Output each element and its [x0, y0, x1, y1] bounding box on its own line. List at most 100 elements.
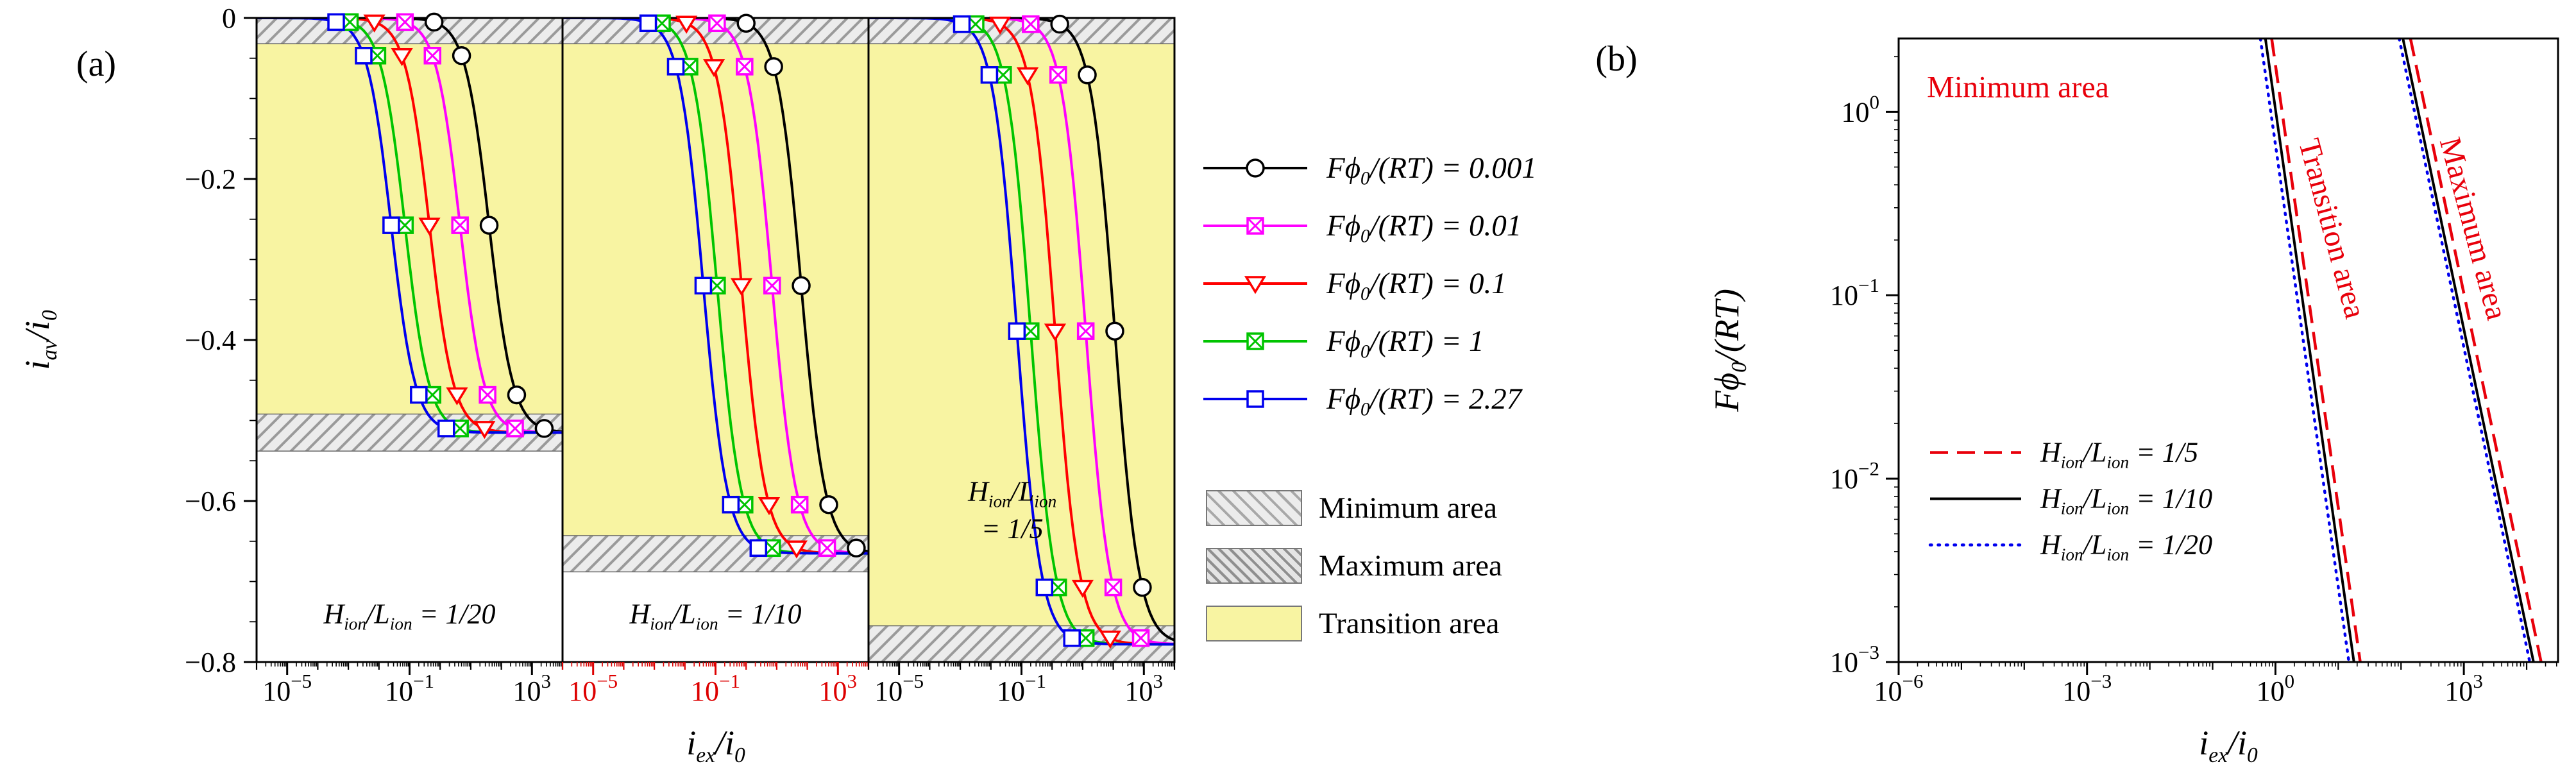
tick-label: −0.8: [185, 647, 236, 678]
marker-x-icon: [452, 217, 469, 234]
marker-x-icon: [1246, 332, 1264, 350]
marker-x-icon: [1105, 579, 1122, 596]
legend-entry-line: Hion/Lion = 1/5: [1928, 436, 2199, 472]
legend-entry-line: Hion/Lion = 1/10: [1928, 482, 2212, 517]
legend-label: Fϕ0/(RT) = 2.27: [1326, 382, 1522, 420]
marker-x-icon: [396, 13, 414, 31]
marker-x-icon: [1049, 66, 1067, 83]
panel-b-letter: (b): [1595, 39, 1638, 79]
marker-square-icon: [1035, 578, 1054, 597]
legend-line-sample: [1930, 450, 2021, 454]
marker-triangle-down-icon: [473, 421, 496, 439]
legend-entry-series: Fϕ0/(RT) = 2.27: [1201, 381, 1522, 420]
marker-square-icon: [1246, 390, 1264, 408]
marker-triangle-down-icon: [1099, 630, 1121, 649]
marker-x-icon: [1132, 629, 1149, 647]
tick-label: 0: [222, 3, 236, 34]
tick-label: −0.2: [185, 164, 236, 195]
marker-triangle-down-icon: [446, 387, 468, 405]
marker-triangle-down-icon: [703, 59, 725, 78]
marker-square-icon: [694, 276, 713, 295]
marker-square-icon: [639, 14, 657, 33]
marker-square-icon: [355, 47, 373, 65]
legend-entry-area: Minimum area: [1206, 490, 1497, 526]
marker-triangle-down-icon: [785, 540, 808, 559]
legend-label: Fϕ0/(RT) = 0.01: [1326, 209, 1522, 247]
legend-line-sample: [1203, 332, 1307, 350]
legend-label: Transition area: [1319, 607, 1500, 640]
subplot-2-ratio-label: Hion/Lion = 1/10: [629, 598, 802, 634]
legend-label: Maximum area: [1319, 549, 1502, 582]
legend-label: Fϕ0/(RT) = 1: [1326, 325, 1484, 362]
marker-triangle-down-icon: [758, 497, 781, 516]
marker-square-icon: [327, 13, 345, 31]
legend-line-sample: [1203, 390, 1307, 408]
legend-entry-series: Fϕ0/(RT) = 0.001: [1201, 150, 1537, 188]
marker-triangle-down-icon: [1244, 276, 1267, 294]
marker-circle-icon: [764, 57, 783, 76]
marker-x-icon: [424, 47, 441, 64]
marker-square-icon: [410, 386, 428, 404]
panel-a-letter: (a): [76, 44, 117, 84]
marker-triangle-down-icon: [730, 278, 753, 296]
legend-label: Hion/Lion = 1/5: [2040, 436, 2199, 472]
marker-x-icon: [708, 15, 725, 32]
tick-label: −0.6: [185, 486, 236, 517]
marker-circle-icon: [736, 13, 756, 33]
panel-a-y-axis: 0 −0.2 −0.4 −0.6 −0.8: [185, 3, 257, 678]
subplot-1-ratio-label: Hion/Lion = 1/20: [323, 598, 496, 634]
marker-square-icon: [437, 420, 455, 437]
marker-circle-icon: [424, 12, 444, 32]
subplot-3-ratio-label-line2: = 1/5: [981, 513, 1044, 545]
marker-square-icon: [722, 495, 740, 514]
marker-x-icon: [736, 58, 753, 75]
legend-label: Fϕ0/(RT) = 0.1: [1326, 267, 1507, 305]
legend-entry-area: Maximum area: [1206, 548, 1502, 584]
legend-entry-series: Fϕ0/(RT) = 1: [1201, 323, 1484, 362]
tick-label: 10−3: [1830, 641, 1879, 678]
marker-triangle-down-icon: [418, 217, 441, 236]
legend-line-sample: [1203, 276, 1307, 294]
boundary-line-1-20: [2258, 38, 2351, 662]
marker-circle-icon: [1246, 158, 1265, 178]
marker-square-icon: [953, 15, 971, 33]
panel-b-x-axis-label: iex/i0: [2199, 724, 2258, 767]
marker-circle-icon: [1105, 321, 1124, 341]
tick-label: −0.4: [185, 325, 236, 356]
legend-swatch: [1206, 548, 1302, 584]
tick-label: 10−5: [262, 670, 312, 707]
marker-x-icon: [1022, 15, 1039, 33]
legend-line-sample: [1928, 543, 2023, 547]
curve-phi-0.01: [869, 18, 1174, 645]
marker-x-icon: [763, 277, 781, 294]
legend-line-sample: [1203, 217, 1307, 235]
marker-circle-icon: [452, 46, 471, 65]
marker-circle-icon: [847, 538, 866, 558]
boundary-line-1-20: [2398, 38, 2532, 662]
marker-x-icon: [507, 420, 524, 437]
marker-circle-icon: [534, 419, 554, 438]
marker-square-icon: [980, 66, 999, 84]
legend-entry-area: Transition area: [1206, 606, 1500, 641]
marker-circle-icon: [792, 276, 811, 296]
panel-a-x-axis-label: iex/i0: [686, 724, 745, 767]
boundary-line-1-10: [2402, 38, 2535, 662]
marker-circle-icon: [479, 216, 499, 235]
marker-circle-icon: [1133, 577, 1152, 597]
boundary-line-1-5: [2270, 38, 2362, 662]
area-annotation-0: Minimum area: [1927, 70, 2109, 104]
boundary-line-1-10: [2264, 38, 2355, 662]
marker-triangle-down-icon: [391, 48, 413, 67]
marker-square-icon: [666, 58, 685, 76]
legend-label: Hion/Lion = 1/20: [2040, 529, 2213, 565]
marker-x-icon: [479, 386, 496, 403]
